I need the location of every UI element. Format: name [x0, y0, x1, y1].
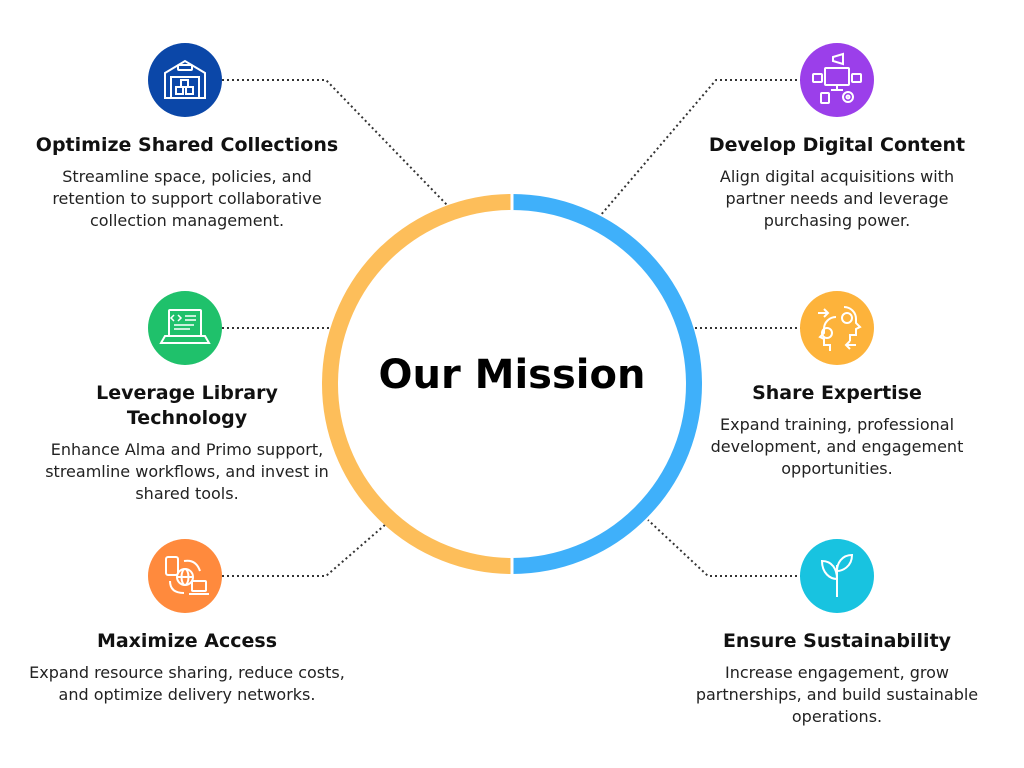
goal-leverage-library-technology: Leverage Library Technology Enhance Alma…	[27, 381, 347, 505]
goal-description: Streamline space, policies, and retentio…	[52, 167, 322, 230]
mission-ring-right-arc	[511, 194, 702, 574]
laptop-code-icon	[148, 291, 222, 365]
goal-title: Ensure Sustainability	[722, 630, 952, 652]
goal-title: Maximize Access	[96, 630, 278, 652]
goal-ensure-sustainability: Ensure Sustainability Increase engagemen…	[677, 629, 997, 728]
connector-access	[222, 523, 387, 577]
mission-ring-left-arc	[322, 194, 513, 574]
goal-title: Leverage Library Technology	[96, 382, 278, 429]
network-access-icon	[148, 539, 222, 613]
goal-description: Align digital acquisitions with partner …	[719, 167, 955, 230]
connector-digital	[599, 79, 802, 217]
connector-optimize	[222, 79, 449, 207]
center-title: Our Mission	[378, 352, 646, 398]
goal-title: Develop Digital Content	[708, 134, 966, 156]
connector-sustainability	[647, 519, 802, 577]
expertise-heads-icon	[800, 291, 874, 365]
goal-optimize-shared-collections: Optimize Shared Collections Streamline s…	[27, 133, 347, 232]
goal-maximize-access: Maximize Access Expand resource sharing,…	[27, 629, 347, 706]
sprout-icon	[800, 539, 874, 613]
goal-develop-digital-content: Develop Digital Content Align digital ac…	[677, 133, 997, 232]
goal-description: Expand training, professional developmen…	[710, 415, 964, 478]
digital-content-icon	[800, 43, 874, 117]
goal-title: Optimize Shared Collections	[35, 134, 339, 156]
warehouse-icon	[148, 43, 222, 117]
goal-share-expertise: Share Expertise Expand training, profess…	[677, 381, 997, 480]
goal-title: Share Expertise	[752, 382, 922, 404]
goal-description: Enhance Alma and Primo support, streamli…	[45, 440, 329, 503]
goal-description: Increase engagement, grow partnerships, …	[695, 663, 979, 726]
goal-description: Expand resource sharing, reduce costs, a…	[29, 663, 345, 704]
